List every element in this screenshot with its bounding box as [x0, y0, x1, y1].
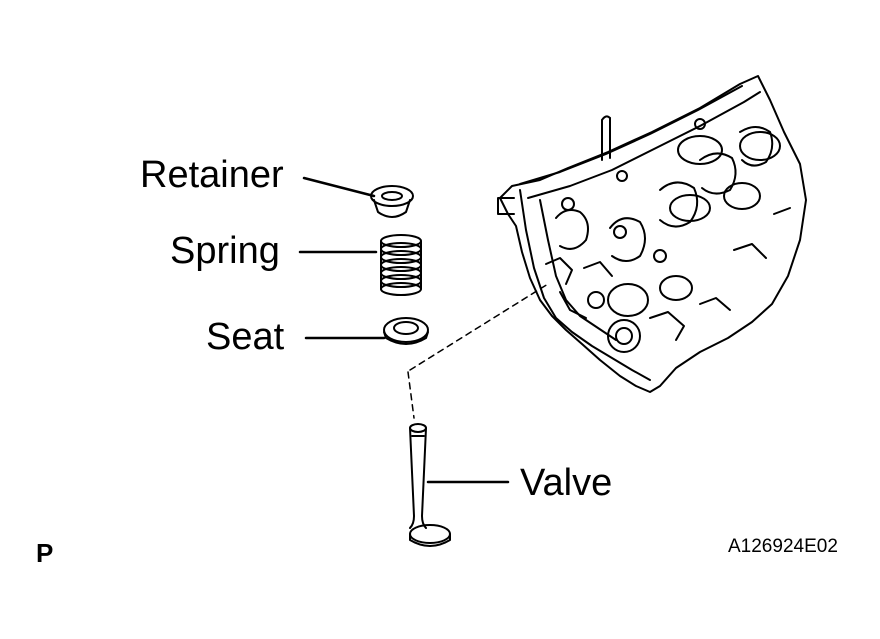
assembly-axis-line [407, 283, 549, 419]
leader-lines [298, 176, 510, 484]
cylinder-head-illustration [497, 75, 807, 393]
retainer-part [370, 185, 414, 218]
spring-part [380, 234, 422, 296]
retainer-leader [302, 176, 376, 198]
figure-code: A126924E02 [728, 536, 838, 557]
seat-label: Seat [206, 316, 285, 358]
spring-label: Spring [170, 230, 280, 272]
valve-part [409, 423, 451, 547]
corner-mark: P [36, 538, 54, 568]
valve-label: Valve [520, 462, 613, 504]
retainer-label: Retainer [140, 154, 284, 196]
seat-part [383, 317, 429, 345]
